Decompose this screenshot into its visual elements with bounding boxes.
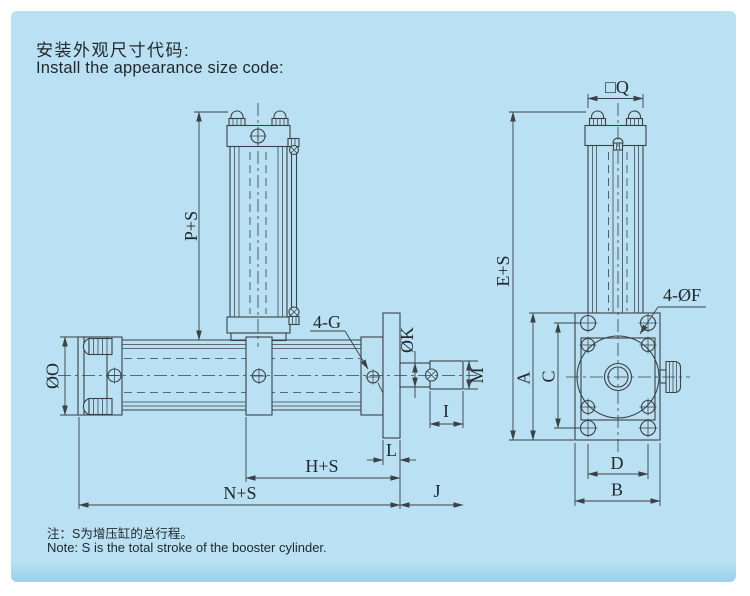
cylinder-tube	[229, 147, 288, 317]
cylinder-tube	[587, 145, 644, 313]
dim-label-four-phi-f: 4-ØF	[663, 285, 701, 305]
dim-label-e-plus-s: E+S	[493, 255, 513, 286]
dim-label-n-plus-s: N+S	[223, 483, 256, 503]
dim-label-j: J	[433, 481, 440, 501]
air-pipe	[290, 153, 298, 309]
drawing-sheet	[11, 11, 736, 582]
dim-label-p-plus-s: P+S	[181, 211, 201, 241]
front-view: P+S ØO 4-G ØK M I L	[43, 110, 487, 509]
centerlines	[58, 103, 690, 452]
tie-rod-nut	[627, 110, 642, 120]
dim-label-d: D	[611, 453, 624, 473]
note-english: Note: S is the total stroke of the boost…	[47, 540, 327, 555]
tie-rod-nut	[88, 337, 113, 356]
tie-rod-nut	[590, 110, 605, 120]
note-chinese: 注：S为增压缸的总行程。	[47, 527, 193, 541]
side-cylinder	[584, 110, 647, 313]
side-port-stem	[659, 369, 667, 384]
side-view: □Q E+S 4-ØF A C D B	[493, 77, 706, 506]
dim-label-sq-q: □Q	[605, 77, 629, 97]
dim-label-phi-k: ØK	[397, 327, 417, 353]
title-english: Install the appearance size code:	[36, 59, 284, 77]
title-chinese: 安装外观尺寸代码:	[36, 41, 191, 60]
dim-label-c: C	[539, 370, 559, 382]
dim-label-h-plus-s: H+S	[305, 456, 338, 476]
dim-label-four-g: 4-G	[313, 312, 341, 332]
tie-rod-nut	[88, 397, 113, 416]
flange-face	[574, 312, 682, 441]
vertical-cylinder	[226, 110, 300, 342]
tie-rod-nut	[273, 110, 287, 120]
front-view-dimensions: P+S ØO 4-G ØK M I L	[43, 111, 487, 509]
bottom-cap	[226, 316, 291, 334]
pipe-elbow-fitting	[288, 315, 300, 326]
cylinder-tube	[122, 339, 246, 411]
dim-label-i: I	[443, 401, 449, 421]
tie-rod-nut	[230, 110, 244, 120]
cylinder-tube	[272, 339, 361, 411]
dim-label-phi-o: ØO	[43, 363, 63, 389]
dim-label-l: L	[386, 440, 397, 460]
side-view-dimensions: □Q E+S 4-ØF A C D B	[493, 77, 706, 506]
dim-label-b: B	[611, 480, 623, 500]
front-cap	[360, 336, 384, 416]
dim-label-a: A	[514, 372, 534, 385]
